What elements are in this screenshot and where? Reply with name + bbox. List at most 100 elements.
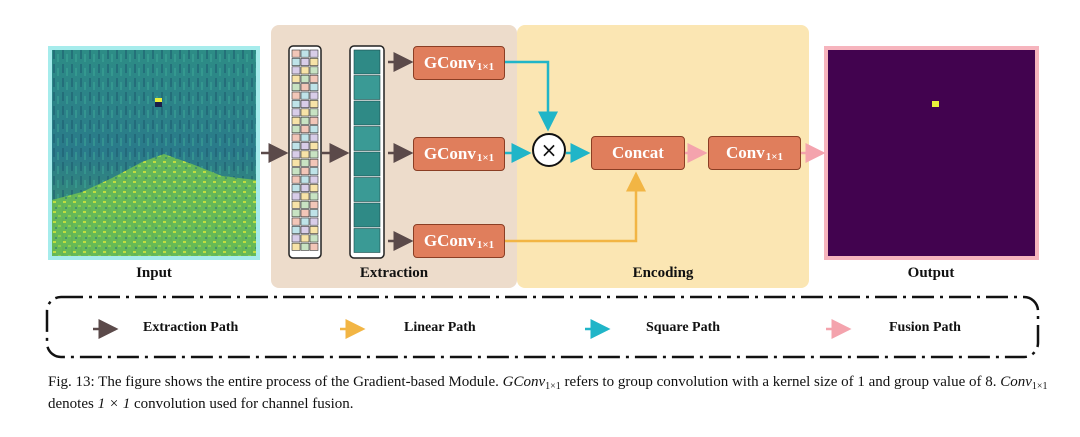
group-cell	[291, 184, 301, 192]
group-cell	[300, 184, 310, 192]
group-cell	[309, 217, 319, 226]
group-cell	[291, 158, 301, 167]
input-image	[48, 46, 260, 260]
feature-map-tile	[353, 202, 381, 228]
caption-text-2: refers to group convolution with a kerne…	[560, 374, 1001, 390]
encoding-label: Encoding	[632, 265, 694, 281]
figure-caption: Fig. 13: The figure shows the entire pro…	[48, 372, 1058, 414]
group-cell	[291, 217, 301, 226]
gconv-label: GConv	[423, 53, 476, 72]
feature-map-tile	[353, 151, 381, 177]
group-cell	[291, 74, 301, 83]
caption-math-conv-sub: 1×1	[1031, 381, 1048, 392]
gconv-label: GConv	[423, 144, 476, 163]
gconv-subscript: 1×1	[476, 152, 495, 164]
output-image	[824, 46, 1039, 260]
group-cell	[300, 209, 310, 218]
caption-math-gconv-sub: 1×1	[545, 381, 561, 392]
feature-map-tile	[353, 228, 381, 253]
group-cell	[291, 66, 301, 75]
group-cell	[291, 150, 301, 159]
caption-math-1x1: 1 × 1	[97, 396, 131, 412]
group-cell	[309, 175, 319, 184]
group-cell	[300, 133, 310, 142]
group-cell	[309, 125, 319, 134]
group-cell	[309, 150, 319, 159]
caption-math-gconv: GConv	[502, 374, 546, 390]
group-cell	[309, 167, 319, 176]
extraction-label: Extraction	[359, 265, 429, 281]
group-cell	[291, 142, 301, 150]
group-cell	[300, 242, 310, 251]
legend-extraction-path: Extraction Path	[143, 320, 239, 335]
group-cell	[309, 158, 319, 167]
group-cell	[291, 226, 301, 234]
group-cell	[309, 100, 319, 108]
group-cell	[300, 108, 310, 117]
group-cell	[309, 184, 319, 192]
group-cell	[300, 116, 310, 125]
group-cell	[291, 83, 301, 92]
feature-map-tile	[353, 100, 381, 126]
concat-block: Concat	[591, 136, 685, 170]
group-cell	[300, 66, 310, 75]
gconv-label: GConv	[423, 231, 476, 250]
group-cell	[300, 83, 310, 92]
caption-text-3: denotes	[48, 396, 98, 412]
gconv-subscript: 1×1	[476, 239, 495, 251]
group-cell	[300, 234, 310, 243]
group-cell	[291, 209, 301, 218]
group-cell	[300, 226, 310, 234]
group-cell	[291, 234, 301, 243]
group-cell	[291, 108, 301, 117]
group-cell	[309, 226, 319, 234]
multiply-operator: ×	[532, 133, 566, 167]
feature-map-tile	[353, 126, 381, 151]
group-cell	[300, 49, 310, 58]
group-cell	[300, 100, 310, 108]
group-cell	[300, 74, 310, 83]
group-cell	[300, 200, 310, 209]
group-cell	[309, 209, 319, 218]
concat-label: Concat	[612, 143, 664, 162]
caption-text-1: The figure shows the entire process of t…	[94, 374, 503, 390]
output-highlight	[932, 101, 939, 107]
group-cell	[309, 74, 319, 83]
caption-math-conv: Conv	[1000, 374, 1032, 390]
conv-subscript: 1×1	[765, 151, 783, 163]
group-cell	[300, 91, 310, 100]
group-cell	[291, 58, 301, 66]
group-cell	[309, 58, 319, 66]
group-cell	[291, 49, 301, 58]
group-cell	[300, 192, 310, 201]
output-label: Output	[907, 265, 955, 281]
group-cell	[309, 200, 319, 209]
caption-text-4: convolution used for channel fusion.	[130, 396, 354, 412]
group-cell	[300, 175, 310, 184]
group-cell	[300, 125, 310, 134]
group-cell	[300, 167, 310, 176]
group-cell	[309, 192, 319, 201]
group-cell	[309, 49, 319, 58]
group-cell	[309, 242, 319, 251]
group-cell	[291, 175, 301, 184]
caption-fig-number: Fig. 13:	[48, 374, 95, 390]
group-cell	[300, 158, 310, 167]
group-cell	[309, 91, 319, 100]
conv-label: Conv	[725, 143, 765, 162]
group-cell	[309, 66, 319, 75]
group-cell	[291, 116, 301, 125]
group-cell	[300, 217, 310, 226]
group-cell	[309, 142, 319, 150]
group-cell	[309, 83, 319, 92]
legend-linear-path: Linear Path	[404, 320, 476, 335]
group-cell	[309, 133, 319, 142]
group-cell	[309, 234, 319, 243]
group-cell	[291, 192, 301, 201]
input-texture	[52, 50, 256, 256]
legend-square-path: Square Path	[646, 320, 721, 335]
group-cell	[300, 150, 310, 159]
